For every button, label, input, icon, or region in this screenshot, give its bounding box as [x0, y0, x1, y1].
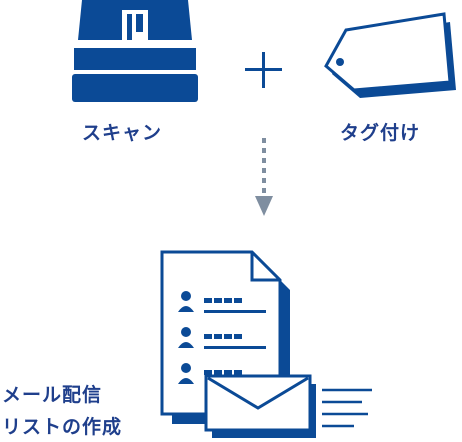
- mail-list-label-line2: リストの作成: [2, 416, 123, 438]
- mail-list-label-line1: メール配信: [2, 384, 103, 406]
- plus-icon: [245, 52, 282, 88]
- envelope-icon: [204, 374, 372, 438]
- scanner-icon: [72, 0, 198, 102]
- dotted-arrow-down-icon: [255, 138, 273, 216]
- tag-icon: [324, 12, 456, 98]
- scan-label: スキャン: [82, 122, 163, 144]
- tag-label: タグ付け: [340, 122, 421, 144]
